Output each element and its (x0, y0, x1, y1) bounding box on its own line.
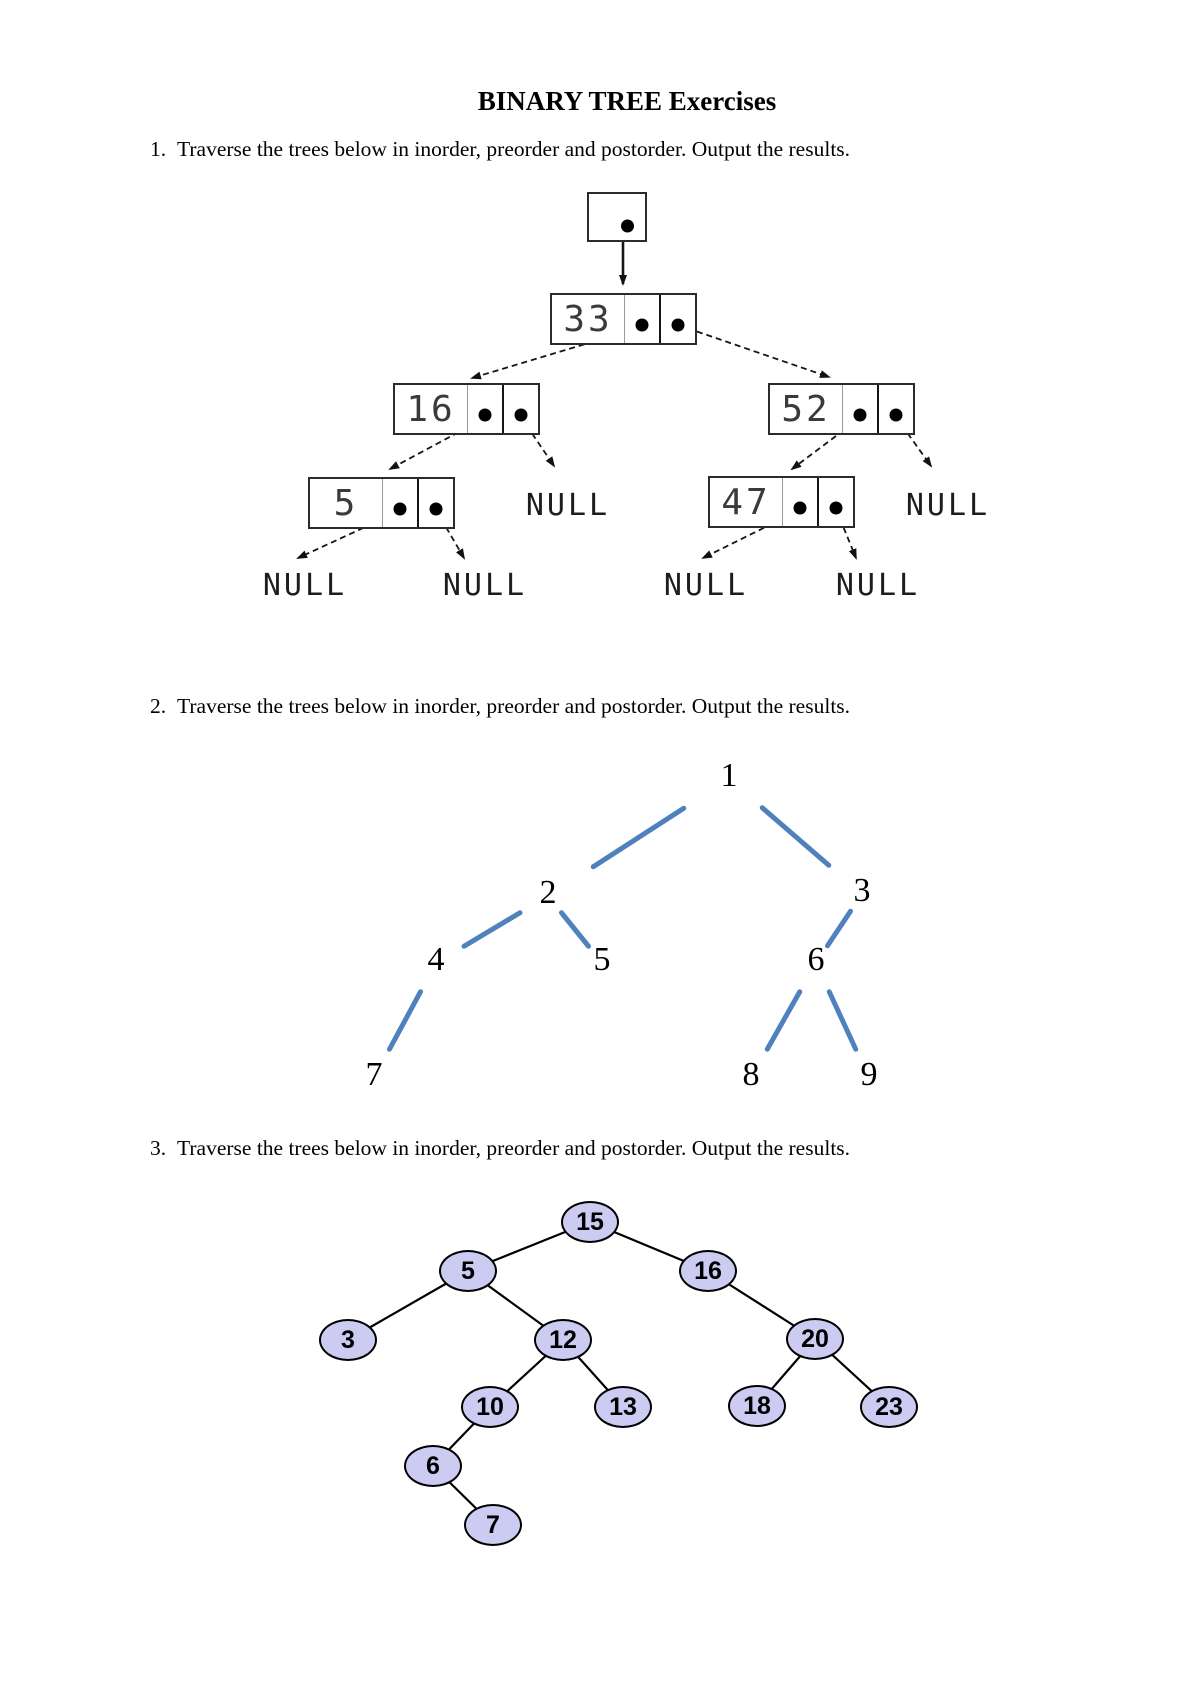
tree1-null-52-right: NULL (905, 488, 991, 523)
tree2-node-8: 8 (742, 1056, 760, 1093)
exercise-3-line: 3. Traverse the trees below in inorder, … (150, 1136, 1090, 1161)
tree1-node-5: 5 (308, 477, 455, 529)
tree2-edge-2-4 (461, 910, 523, 949)
tree1-root-pointer-box (587, 192, 647, 242)
tree1-node-47-value: 47 (710, 478, 783, 526)
tree3-node-16: 16 (679, 1250, 737, 1292)
arrow-16-left-to-5 (388, 417, 486, 470)
tree1-node-52-right-pointer (877, 385, 913, 433)
pointer-dot (514, 408, 528, 422)
tree1-node-47-right-pointer (817, 478, 853, 526)
tree1-node-33-right-pointer (659, 295, 695, 343)
tree1-null-5-right: NULL (442, 568, 528, 603)
tree3-node-6: 6 (404, 1445, 462, 1487)
pointer-dot (635, 318, 649, 332)
tree2-edge-4-7 (387, 989, 423, 1052)
tree1-arrows (296, 231, 933, 560)
tree1-node-16-right-pointer (502, 385, 538, 433)
tree3-node-12: 12 (534, 1319, 592, 1361)
tree2-node-3: 3 (853, 872, 871, 909)
exercise-2-number: 2. (150, 694, 167, 718)
tree2-node-5: 5 (593, 941, 611, 978)
tree1-node-33: 33 (550, 293, 697, 345)
tree3-node-10: 10 (461, 1386, 519, 1428)
exercise-2-line: 2. Traverse the trees below in inorder, … (150, 694, 1090, 719)
tree3-node-7: 7 (464, 1504, 522, 1546)
tree2-edge-1-2 (590, 805, 687, 870)
tree1-node-52-value: 52 (770, 385, 843, 433)
pointer-dot (429, 502, 443, 516)
tree3-node-5: 5 (439, 1250, 497, 1292)
tree1-node-52: 52 (768, 383, 915, 435)
tree1-node-33-left-pointer (625, 295, 659, 343)
tree2-edge-6-8 (764, 989, 803, 1052)
pointer-dot (393, 502, 407, 516)
page-title: BINARY TREE Exercises (477, 86, 777, 117)
arrow-47-right-to-null (835, 508, 857, 560)
tree2-edge-3-6 (825, 908, 853, 949)
pointer-dot (671, 318, 685, 332)
pointer-dot (829, 501, 843, 515)
tree2-edges (387, 805, 859, 1052)
tree1-node-47-left-pointer (783, 478, 817, 526)
tree1-node-16: 16 (393, 383, 540, 435)
tree1-null-16-right: NULL (525, 488, 611, 523)
tree1-null-47-left: NULL (663, 568, 749, 603)
tree2-node-7: 7 (365, 1056, 383, 1093)
tree1-node-16-value: 16 (395, 385, 468, 433)
tree2-node-2: 2 (539, 874, 557, 911)
tree2-edge-2-5 (559, 910, 591, 949)
tree3-node-3: 3 (319, 1319, 377, 1361)
tree3-node-15: 15 (561, 1201, 619, 1243)
arrow-47-left-to-null (701, 509, 801, 559)
tree1-node-5-left-pointer (383, 479, 417, 527)
tree3-node-13: 13 (594, 1386, 652, 1428)
pointer-dot (478, 408, 492, 422)
pointer-dot (793, 501, 807, 515)
exercise-1-text: Traverse the trees below in inorder, pre… (177, 137, 851, 161)
arrow-33-right-to-52 (677, 324, 831, 378)
tree2-node-1: 1 (720, 757, 738, 794)
exercise-3-number: 3. (150, 1136, 167, 1160)
tree1-node-5-right-pointer (417, 479, 453, 527)
tree1-node-33-value: 33 (552, 295, 625, 343)
tree3-node-18: 18 (728, 1385, 786, 1427)
exercise-2-text: Traverse the trees below in inorder, pre… (177, 694, 851, 718)
tree3-node-23: 23 (860, 1386, 918, 1428)
tree2-node-4: 4 (427, 941, 445, 978)
tree1-node-5-value: 5 (310, 479, 383, 527)
tree1-node-52-left-pointer (843, 385, 877, 433)
tree3-node-20: 20 (786, 1318, 844, 1360)
tree2-edge-1-3 (759, 805, 832, 868)
arrow-5-left-to-null (296, 510, 401, 559)
tree2-node-9: 9 (860, 1056, 878, 1093)
tree2-edge-6-9 (826, 989, 859, 1052)
tree1-null-47-right: NULL (835, 568, 921, 603)
tree1-node-47: 47 (708, 476, 855, 528)
exercise-3-text: Traverse the trees below in inorder, pre… (177, 1136, 851, 1160)
pointer-dot (889, 408, 903, 422)
tree2-node-6: 6 (807, 941, 825, 978)
tree1-null-5-left: NULL (262, 568, 348, 603)
exercise-1-line: 1. Traverse the trees below in inorder, … (150, 137, 1090, 162)
pointer-dot (621, 219, 634, 233)
pointer-dot (853, 408, 867, 422)
tree1-node-16-left-pointer (468, 385, 502, 433)
exercise-1-number: 1. (150, 137, 167, 161)
